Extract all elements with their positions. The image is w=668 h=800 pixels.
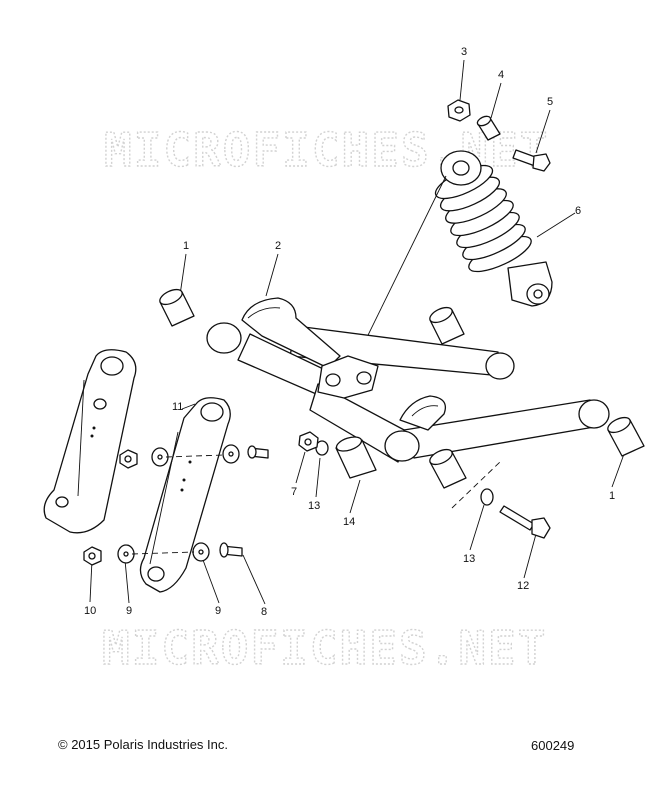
callout-13-left: 13 — [308, 500, 320, 512]
linkage-nut-lower — [83, 546, 102, 566]
callout-5: 5 — [547, 96, 553, 108]
shock-nut — [447, 99, 471, 122]
watermark-bottom: MICROFICHES.NET — [102, 621, 547, 675]
linkage-left — [43, 349, 137, 534]
linkage-washer-upper-1 — [151, 447, 169, 467]
callouts: 3 4 5 6 1 2 11 7 13 14 1 13 12 10 9 9 8 — [84, 46, 615, 618]
callout-7: 7 — [291, 486, 297, 498]
callout-1-upper: 1 — [183, 240, 189, 252]
leader-lines — [89, 59, 625, 605]
callout-12: 12 — [517, 580, 529, 592]
callout-1-lower: 1 — [609, 490, 615, 502]
linkage-nut-upper — [119, 449, 138, 469]
callout-6: 6 — [575, 205, 581, 217]
pivot-bolt — [499, 505, 551, 539]
shock-bolt — [512, 149, 551, 172]
callout-14: 14 — [343, 516, 355, 528]
linkage-bolt-upper — [247, 445, 269, 459]
pivot-axis-dashed — [451, 461, 501, 509]
callout-2: 2 — [275, 240, 281, 252]
copyright-text: © 2015 Polaris Industries Inc. — [58, 737, 228, 752]
callout-8: 8 — [261, 606, 267, 618]
callout-13-right: 13 — [463, 553, 475, 565]
arm-bushings — [159, 288, 645, 489]
a-arm — [206, 297, 610, 463]
linkage-washer-lower-2 — [192, 542, 210, 562]
callout-9-left: 9 — [126, 605, 132, 617]
callout-10: 10 — [84, 605, 96, 617]
linkage-washer-upper-2 — [222, 444, 240, 464]
linkage-front — [139, 397, 231, 593]
lower-axis-dashed — [131, 551, 195, 555]
callout-3: 3 — [461, 46, 467, 58]
callout-11: 11 — [172, 401, 183, 413]
callout-4: 4 — [498, 69, 504, 81]
linkage-washer-lower-1 — [117, 544, 135, 564]
pivot-nut-left — [298, 431, 319, 452]
pivot-washer-right — [480, 488, 494, 506]
drawing-number: 600249 — [531, 738, 575, 753]
pivot-spacer — [335, 436, 377, 479]
shock-absorber — [434, 150, 553, 307]
callout-9-right: 9 — [215, 605, 221, 617]
shock-bushing — [476, 115, 501, 141]
linkage-bolt-lower — [219, 542, 243, 558]
